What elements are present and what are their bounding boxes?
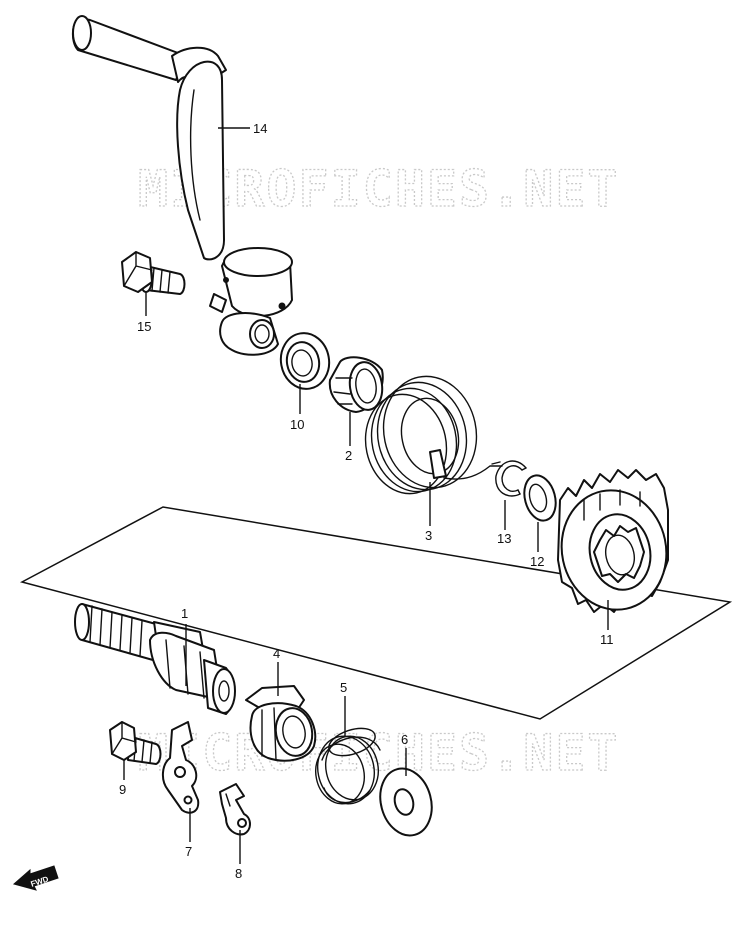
callout-15: 15 <box>137 319 151 334</box>
callout-6: 6 <box>401 732 408 747</box>
shaft-assembly-plane <box>19 506 733 720</box>
callout-11: 11 <box>600 632 614 647</box>
leader-lines <box>123 127 609 864</box>
flange-bolt-15[interactable] <box>121 251 186 295</box>
return-spring-5[interactable] <box>310 723 384 809</box>
circlip-13[interactable] <box>495 460 527 497</box>
callout-1: 1 <box>181 606 188 621</box>
fwd-arrow: FWD <box>12 865 59 891</box>
kick-shaft-1[interactable] <box>74 603 236 715</box>
callout-12: 12 <box>530 554 544 569</box>
callout-13: 13 <box>497 531 511 546</box>
callout-2: 2 <box>345 448 352 463</box>
thrust-washer-12[interactable] <box>520 472 561 524</box>
washer-6[interactable] <box>373 763 439 842</box>
ratchet-4[interactable] <box>245 685 317 762</box>
callout-3: 3 <box>425 528 432 543</box>
callout-9: 9 <box>119 782 126 797</box>
kick-gear-11[interactable] <box>551 469 678 620</box>
kick-lever[interactable] <box>72 15 293 356</box>
fwd-arrow-icon <box>12 865 59 891</box>
part-numbers: 14 15 10 2 3 13 12 11 1 4 5 6 9 7 8 <box>119 121 614 881</box>
callout-5: 5 <box>340 680 347 695</box>
oil-seal-10[interactable] <box>277 329 334 392</box>
torsion-spring-3[interactable] <box>356 368 503 502</box>
guide-bushing-2[interactable] <box>328 356 385 413</box>
callout-4: 4 <box>273 646 280 661</box>
guide-plate-7[interactable] <box>162 721 200 814</box>
callout-7: 7 <box>185 844 192 859</box>
bolt-9[interactable] <box>109 721 162 765</box>
callout-8: 8 <box>235 866 242 881</box>
retainer-8[interactable] <box>219 783 251 836</box>
callout-10: 10 <box>290 417 304 432</box>
callout-14: 14 <box>253 121 267 136</box>
